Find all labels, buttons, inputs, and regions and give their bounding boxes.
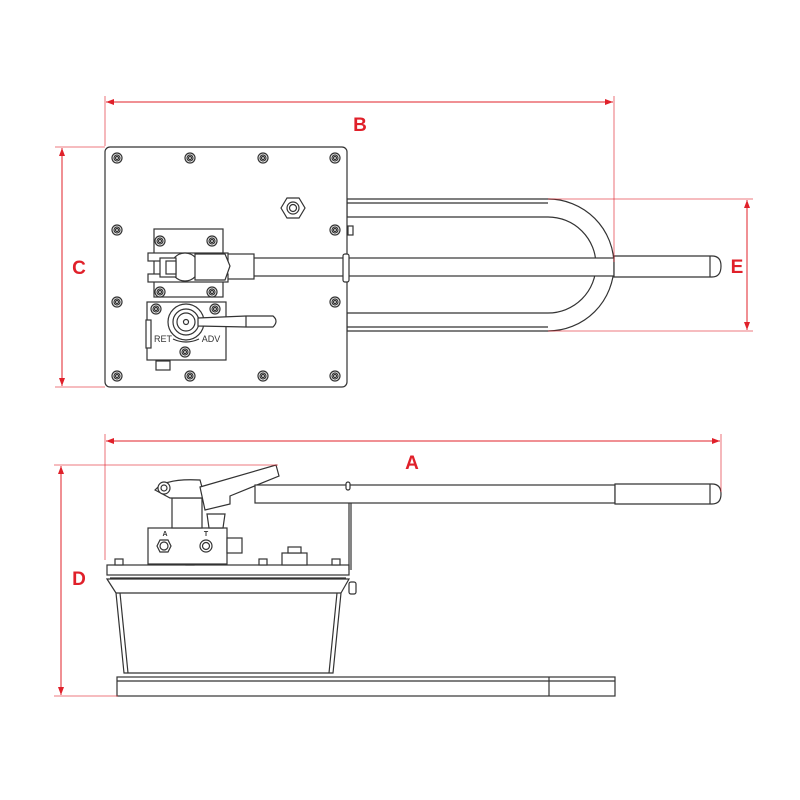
dimension-e-label: E <box>731 257 744 278</box>
ret-label: RET <box>154 334 173 344</box>
dimension-c: C <box>55 146 105 388</box>
base-skid <box>116 676 616 697</box>
adv-label: ADV <box>202 334 221 344</box>
dimension-a: A <box>104 434 722 560</box>
top-view: RET ADV <box>104 146 722 388</box>
dimension-d: D <box>54 464 278 697</box>
dimension-a-label: A <box>405 453 419 474</box>
dimension-d-label: D <box>72 569 86 590</box>
pump-handle <box>254 484 616 504</box>
port-t-label: T <box>204 531 209 538</box>
port-a-label: A <box>162 531 167 538</box>
dimension-b: B <box>104 96 615 262</box>
side-view: A T <box>105 464 722 697</box>
dimension-e: E <box>548 198 753 332</box>
dimension-b-label: B <box>353 115 367 136</box>
filler-cap-icon <box>280 197 306 219</box>
dimension-c-label: C <box>72 258 86 279</box>
